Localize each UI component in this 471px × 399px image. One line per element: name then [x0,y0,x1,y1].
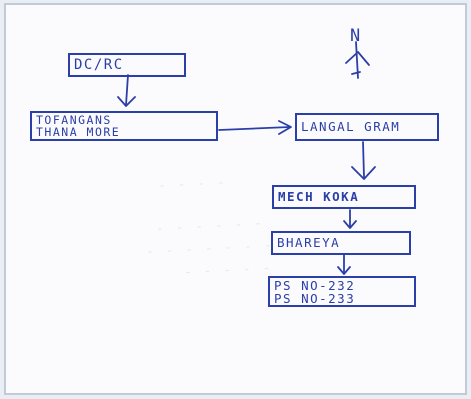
north-symbol-arms [345,51,370,66]
arrowhead [343,220,357,229]
tofangans-box: TOFANGANS THANA MORE [30,111,218,141]
arrowhead [337,266,351,275]
arrowhead [351,166,376,180]
arrowhead [278,120,292,135]
langalgram-box: LANGAL GRAM [295,113,439,141]
arrow-dcrc-to-tofangans [125,74,129,106]
mechkoka-label: MECH KOKA [278,189,360,204]
ps-line-1: PS NO-232 [274,278,356,293]
langalgram-label: LANGAL GRAM [301,119,401,134]
mechkoka-box: MECH KOKA [272,185,416,209]
ps-box: PS NO-232 PS NO-233 [268,276,416,307]
dc-rc-label: DC/RC [74,57,124,73]
north-symbol-base [351,71,361,75]
ps-line-2: PS NO-233 [274,291,356,307]
bhareya-box: BHAREYA [271,231,411,255]
tofangans-line-2: THANA MORE [36,125,121,140]
dc-rc-box: DC/RC [68,53,186,77]
connector-layer: N [117,26,376,275]
tofangans-line-1: TOFANGANS [36,113,112,127]
north-label: N [350,26,360,46]
arrowhead [117,96,136,107]
arrow-langalgram-to-mechkoka [362,141,365,178]
arrow-tofangans-to-langalgram [218,126,291,131]
map-sheet: - - - - - - - - - - - - - - - - - - - - … [4,3,467,395]
bhareya-label: BHAREYA [277,235,341,250]
